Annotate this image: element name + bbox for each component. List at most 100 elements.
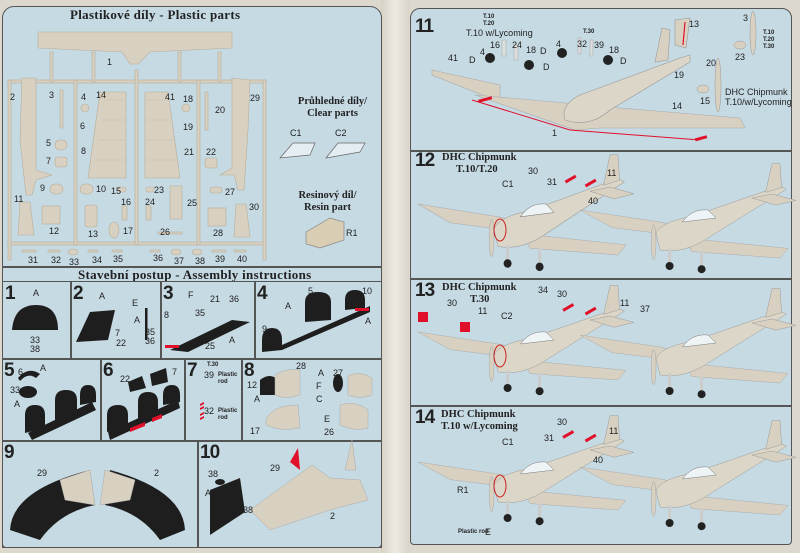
step-8-number: 8	[244, 360, 255, 381]
part-C2-canopy	[325, 142, 366, 159]
step-6-box	[100, 358, 186, 442]
sprue-part-label: 41	[165, 92, 176, 102]
seat	[76, 310, 115, 342]
step-6-label: 7	[172, 367, 178, 377]
step-8-label: 26	[324, 427, 335, 437]
sprue-part-label: 24	[145, 197, 156, 207]
clear-parts-title: Průhledné díly/Clear parts	[285, 96, 380, 120]
sprue-part-label: 23	[154, 185, 165, 195]
sprue-part-label: 22	[206, 147, 217, 157]
plastic-parts-title: Plastikové díly - Plastic parts	[70, 7, 241, 22]
sprue-part-label: 15	[111, 186, 122, 196]
sprue-part-label: C1	[290, 128, 302, 138]
variant-note: T.20	[763, 37, 775, 43]
step-12-label: 40	[588, 196, 599, 206]
step-14-title-line: T.10 w/Lycoming	[441, 421, 518, 432]
part-29-fuselage	[218, 77, 251, 191]
step-11-label: 18	[609, 45, 620, 55]
step-9-number: 9	[4, 442, 15, 463]
sprue-part-label: 40	[237, 254, 248, 264]
step-8-label: F	[316, 381, 322, 391]
sprue-part-label: 37	[174, 256, 185, 266]
variant-note: T.30	[583, 29, 595, 35]
step-1-label: 33	[30, 335, 41, 345]
resin-part-title-line: Resinový díl/	[298, 190, 357, 201]
step-7-box	[184, 358, 243, 442]
part-2-fuselage	[19, 77, 54, 196]
step-1-label: A	[33, 288, 40, 298]
step-13-label: 30	[557, 289, 568, 299]
step-6-label: 22	[120, 374, 131, 384]
step-11-label: 1	[552, 128, 558, 138]
step-13-label: 30	[447, 298, 458, 308]
sprue-part-label: R1	[346, 228, 358, 238]
step-7-label: T.30	[207, 362, 219, 368]
sprue-part-label: 34	[92, 255, 103, 265]
step-8-label: A	[254, 394, 261, 404]
step-11-label: 18	[526, 45, 537, 55]
part-1-wing	[37, 31, 233, 65]
step-11-label: D	[620, 56, 627, 66]
decal-marker	[460, 322, 470, 332]
step-2-label: 22	[116, 338, 127, 348]
sprue-part-label: 17	[123, 226, 134, 236]
step-13-label: C2	[501, 311, 513, 321]
step-3-label: 25	[205, 341, 216, 351]
sprue-part-label: 11	[14, 194, 24, 204]
step-9-label: 2	[154, 468, 160, 478]
step-12-label: 11	[607, 168, 617, 178]
step-10-label: 2	[330, 511, 336, 521]
plastic-rod-note: Plastic rod	[218, 408, 238, 421]
instrument-panel	[12, 305, 58, 330]
variant-note: T.20	[483, 21, 495, 27]
step-11-label: 3	[743, 13, 749, 23]
step-10-label: 29	[270, 463, 281, 473]
step-5-label: A	[14, 399, 21, 409]
variant-note: T.10 w/Lycoming	[466, 28, 533, 38]
plastic-rod-note: Plastic rod	[218, 372, 238, 385]
step-2-label: 7	[115, 328, 121, 338]
step-11-label: 13	[689, 19, 700, 29]
sprue-part-label: 26	[160, 227, 171, 237]
step-14-label: 31	[544, 433, 555, 443]
sprue-part-label: 9	[40, 183, 46, 193]
sprue-part-label: 14	[96, 90, 107, 100]
step-13-label: 37	[640, 304, 651, 314]
step-12-number: 12	[415, 150, 435, 171]
part-14-wing	[87, 91, 127, 179]
variant-note: T.10	[483, 14, 495, 20]
step-5-label: 6	[18, 367, 24, 377]
resin-part-title-line: Resin part	[304, 202, 351, 213]
step-8-label: C	[316, 394, 323, 404]
sprue-part-label: 20	[215, 105, 226, 115]
step-11-label: 23	[735, 52, 746, 62]
step-14-label: E	[485, 527, 492, 537]
sprue-part-label: 3	[49, 90, 55, 100]
step-11-label: 41	[448, 53, 459, 63]
step-11-label: D	[469, 55, 476, 65]
step-14-label: R1	[457, 485, 469, 495]
step-14-title-line: DHC Chipmunk	[441, 409, 516, 420]
step-11-label: 4	[480, 47, 486, 57]
step-11-wing-assembly	[431, 10, 757, 142]
step-1-label: 38	[30, 344, 41, 354]
clear-parts-title-line: Průhledné díly/	[297, 96, 368, 107]
step-11-label: 32	[577, 39, 588, 49]
step-10-number: 10	[200, 442, 220, 463]
step-4-label: A	[285, 301, 292, 311]
step-11-label: D	[540, 46, 547, 56]
step-4-label: 5	[308, 286, 314, 296]
step-13-label: 11	[620, 298, 630, 308]
sprue-part-label: 8	[81, 146, 87, 156]
left-page	[2, 6, 382, 548]
step-2-label: 35	[145, 327, 156, 337]
part-C1-canopy	[279, 142, 316, 159]
step-10-label: A	[205, 488, 212, 498]
step-10-label: 38	[208, 469, 219, 479]
step-4-label: 9	[262, 324, 268, 334]
step-9-label: 29	[37, 468, 48, 478]
resin-part-title: Resinový díl/Resin part	[280, 190, 375, 214]
